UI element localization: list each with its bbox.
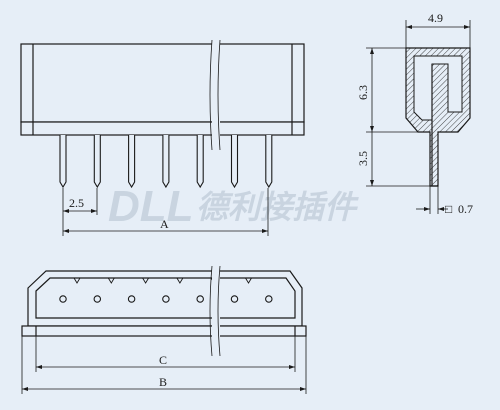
top-pin-hole bbox=[59, 295, 67, 303]
dim-c-label: C bbox=[159, 353, 167, 367]
top-break-gap bbox=[212, 266, 220, 356]
side-view: 4.9 6.3 3.5 □ 0.7 bbox=[356, 11, 473, 216]
front-pin bbox=[59, 135, 67, 189]
top-base bbox=[21, 325, 307, 337]
depth-label: 4.9 bbox=[428, 11, 443, 25]
front-pin bbox=[265, 135, 273, 189]
front-base bbox=[20, 121, 305, 136]
top-notch bbox=[176, 277, 184, 284]
top-pin-hole bbox=[93, 295, 102, 303]
front-break-line-left bbox=[209, 39, 213, 151]
top-pin-hole bbox=[162, 295, 170, 303]
dim-b-label: B bbox=[159, 375, 167, 389]
front-break-line-right bbox=[217, 39, 221, 151]
top-pin-hole bbox=[230, 295, 239, 303]
pin-size-label: 0.7 bbox=[458, 202, 473, 216]
top-pin-hole bbox=[265, 295, 273, 303]
top-pin-hole bbox=[127, 295, 136, 303]
front-view: 2.5 A bbox=[20, 39, 305, 236]
pin-size-arrows bbox=[424, 207, 444, 211]
front-housing bbox=[20, 43, 305, 123]
watermark-latin: DLL bbox=[108, 182, 194, 231]
front-pin bbox=[128, 135, 136, 189]
front-pin bbox=[162, 135, 170, 189]
top-notch bbox=[142, 277, 149, 284]
top-view: C B bbox=[21, 265, 307, 394]
pin-length-label: 3.5 bbox=[356, 151, 370, 166]
front-break-gap bbox=[212, 40, 220, 150]
top-notch bbox=[245, 277, 252, 284]
watermark-cjk: 德利接插件 bbox=[196, 188, 359, 226]
pitch-label: 2.5 bbox=[69, 196, 84, 210]
watermark: DLL 德利接插件 bbox=[108, 182, 359, 231]
top-pin-hole bbox=[196, 295, 204, 303]
front-pins bbox=[59, 135, 273, 189]
pin-size-square-symbol: □ bbox=[445, 202, 452, 216]
top-notch bbox=[107, 277, 115, 284]
top-break-line-right bbox=[217, 265, 221, 357]
front-pin bbox=[230, 135, 239, 189]
pin-length-arrow bbox=[370, 180, 374, 186]
height-label: 6.3 bbox=[356, 85, 370, 100]
front-pin bbox=[196, 135, 204, 189]
top-break-line-left bbox=[209, 265, 213, 357]
front-pin bbox=[93, 135, 101, 189]
top-housing-inner bbox=[35, 277, 296, 319]
side-housing-cavity bbox=[413, 55, 463, 121]
top-notch bbox=[73, 277, 81, 284]
dim-a-label: A bbox=[160, 217, 169, 231]
